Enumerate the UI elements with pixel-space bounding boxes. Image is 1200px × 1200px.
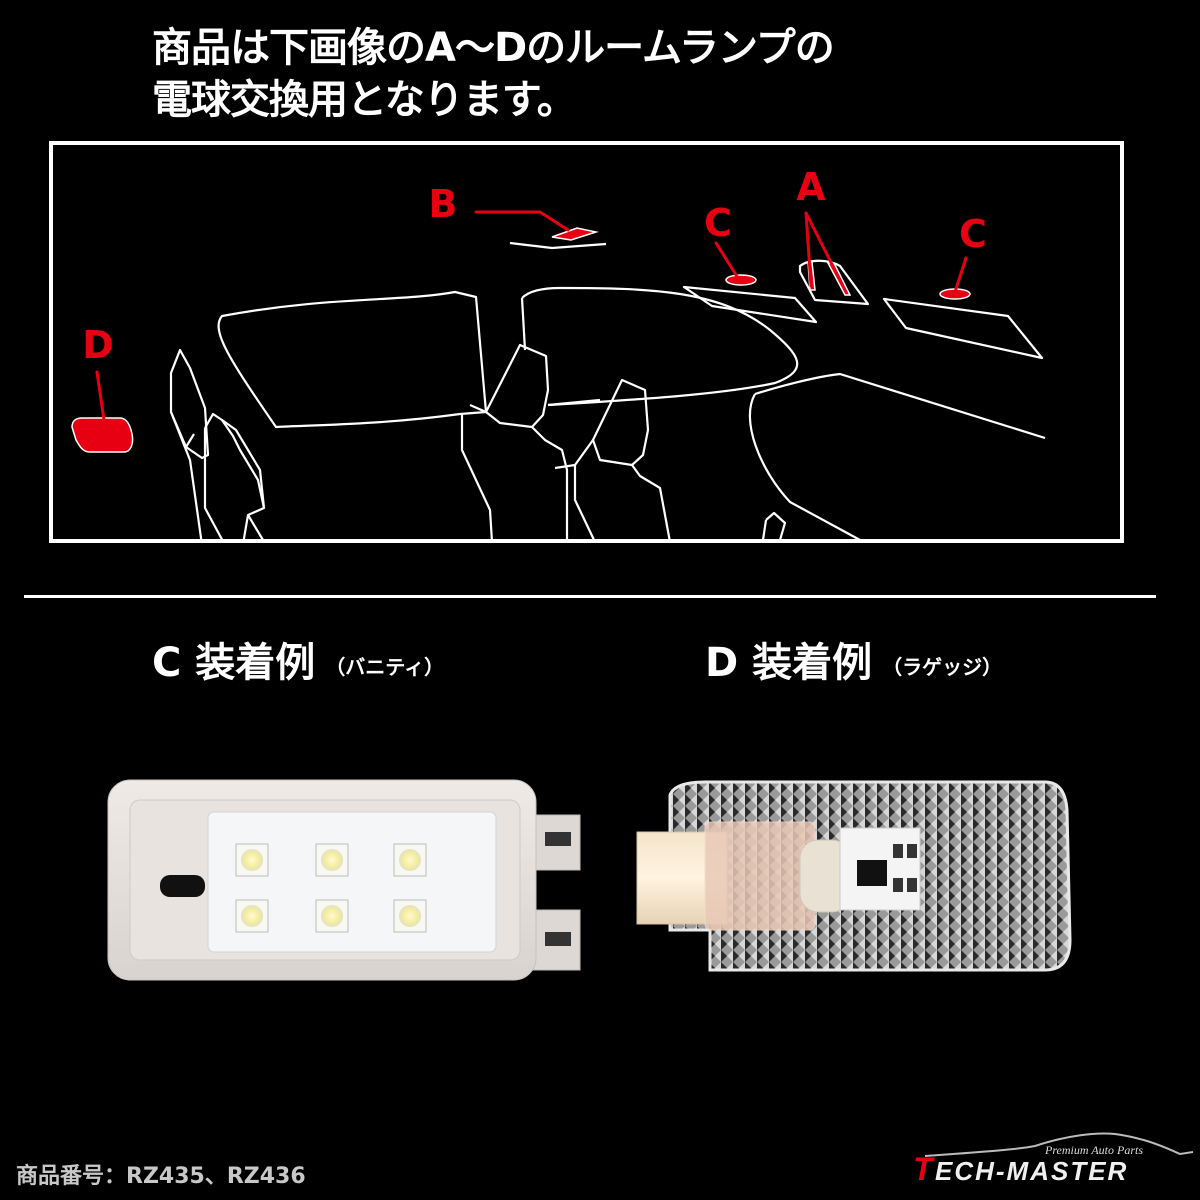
- logo-graphic: Premium Auto Parts T ECH-MASTER: [913, 1132, 1194, 1187]
- headline: 商品は下画像のA～Dのルームランプの 電球交換用となります。: [152, 22, 835, 126]
- label-d: D: [82, 323, 114, 367]
- caption-c-letter: C: [152, 640, 182, 686]
- marker-c-left: [725, 274, 757, 286]
- vanity-lamp-image: [107, 779, 581, 981]
- bulb-socket: [704, 821, 816, 931]
- headline-line-2: 電球交換用となります。: [152, 77, 577, 123]
- tech-master-logo: Premium Auto Parts T ECH-MASTER: [905, 1128, 1195, 1188]
- caption-c-subtitle: （バニティ）: [325, 654, 445, 679]
- label-c-left: C: [704, 201, 732, 245]
- section-divider: [24, 595, 1156, 598]
- caption-d-example: D 装着例 （ラゲッジ）: [705, 630, 1002, 688]
- logo-tagline: Premium Auto Parts: [1044, 1143, 1143, 1157]
- headline-line-1: 商品は下画像のA～Dのルームランプの: [152, 25, 835, 71]
- photo-luggage-lamp: [625, 770, 1075, 994]
- label-b: B: [429, 182, 458, 226]
- product-code: 商品番号：RZ435、RZ436: [16, 1164, 306, 1189]
- logo-text: ECH-MASTER: [935, 1156, 1128, 1186]
- car-interior-diagram: B C A C D: [49, 141, 1124, 543]
- label-c-right: C: [959, 212, 987, 256]
- caption-d-subtitle: （ラゲッジ）: [882, 654, 1003, 679]
- luggage-lamp-image: [636, 780, 1072, 972]
- marker-d: [71, 417, 134, 453]
- label-a: A: [796, 165, 826, 209]
- caption-c-example: C 装着例 （バニティ）: [152, 630, 444, 688]
- caption-d-title: 装着例: [752, 640, 873, 686]
- logo-initial: T: [913, 1151, 935, 1187]
- car-interior-line-drawing: B C A C D: [71, 165, 1046, 543]
- marker-b: [551, 227, 599, 241]
- caption-d-letter: D: [705, 640, 739, 686]
- photo-vanity-lamp: [100, 770, 590, 1004]
- caption-c-title: 装着例: [195, 640, 316, 686]
